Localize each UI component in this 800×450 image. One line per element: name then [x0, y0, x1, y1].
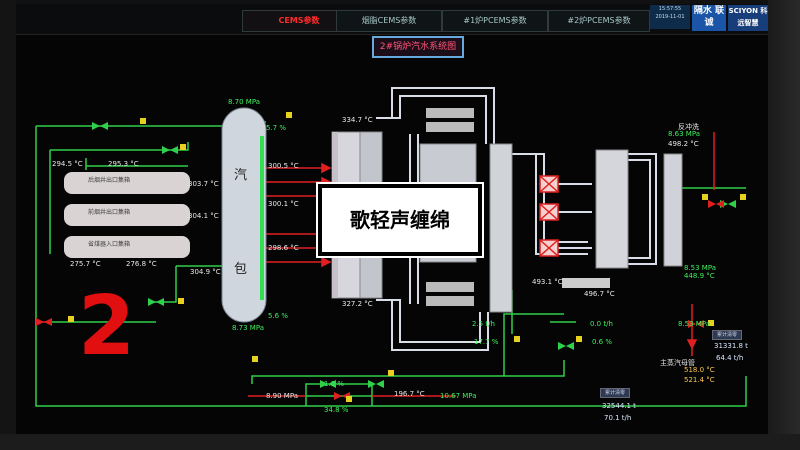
- low-temp-superheater: [595, 149, 629, 269]
- temp-327-2: 327.2 °C: [342, 300, 373, 308]
- top-header-1: [426, 108, 474, 118]
- bottom-header-2: [426, 296, 474, 306]
- header-back-label: 后烟井出口集箱: [88, 177, 131, 184]
- temp-303-7: 303.7 °C: [188, 180, 219, 188]
- pressure-8-53-b: 8.53 MPa: [678, 320, 711, 328]
- header-bar: CEMS参数 烟脂CEMS参数 #1炉PCEMS参数 #2炉PCEMS参数 15…: [16, 4, 768, 35]
- percent-1-0: 1.0 %: [324, 380, 345, 388]
- superheater-pipes: [376, 87, 657, 351]
- temp-304-9: 304.9 °C: [190, 268, 221, 276]
- top-header-2: [426, 122, 474, 132]
- temp-276-8: 276.8 °C: [126, 260, 157, 268]
- temp-295-3: 295.3 °C: [108, 160, 139, 168]
- clock-date: 2019-11-01: [655, 14, 685, 20]
- drum-pressure-bottom: 8.73 MPa: [232, 324, 265, 332]
- temp-448-9: 448.9 °C: [684, 272, 715, 280]
- clock: 15:57:55 2019-11-01: [650, 5, 690, 29]
- percent-0-6: 0.6 %: [592, 338, 613, 346]
- steam-drum: [221, 107, 267, 323]
- temp-196-7: 196.7 °C: [394, 390, 425, 398]
- company-logo: 隔水 联诚: [692, 5, 726, 31]
- temp-300-5: 300.5 °C: [268, 162, 299, 170]
- collector-header: [663, 153, 683, 267]
- temp-294-5: 294.5 °C: [52, 160, 83, 168]
- desuperheaters: [539, 175, 559, 257]
- monitor-bezel-right: [768, 0, 800, 450]
- percent-34-8: 34.8 %: [324, 406, 349, 414]
- diagram-title: 2#锅炉汽水系统图: [372, 36, 464, 58]
- flow-total-1: 31331.8 t: [714, 342, 748, 350]
- drum-level-top: 5.7 %: [266, 124, 287, 132]
- temp-518-0: 518.0 °C: [684, 366, 715, 374]
- bottom-header-1: [426, 282, 474, 292]
- temp-496-7: 496.7 °C: [584, 290, 615, 298]
- drum-char-bottom: 包: [234, 262, 248, 277]
- pressure-8-63: 8.63 MPa: [668, 130, 701, 138]
- monitor-bezel-bottom: [0, 434, 800, 450]
- temp-275-7: 275.7 °C: [70, 260, 101, 268]
- desuperheater-header: [562, 278, 610, 288]
- temp-521-4: 521.4 °C: [684, 376, 715, 384]
- temp-300-1: 300.1 °C: [268, 200, 299, 208]
- drum-pressure-top: 8.70 MPa: [228, 98, 261, 106]
- tab-stack-cems[interactable]: 烟脂CEMS参数: [336, 10, 442, 32]
- main-steam-label: 主蒸汽母管: [660, 359, 695, 367]
- reset-total-button-2[interactable]: 累计清零: [600, 388, 630, 398]
- header-economizer: [64, 236, 190, 258]
- flow-0-0: 0.0 t/h: [590, 320, 613, 328]
- header-back: [64, 172, 190, 194]
- backflush-label: 反冲洗: [678, 123, 699, 131]
- drum-level-bar: [260, 136, 264, 300]
- header-front-label: 前烟井出口集箱: [88, 209, 131, 216]
- pressure-8-53-a: 8.53 MPa: [684, 264, 717, 272]
- drum-level-bottom: 5.6 %: [268, 312, 289, 320]
- monitor-bezel-left: [0, 0, 16, 450]
- percent-17-7: 17.7 %: [474, 338, 499, 346]
- caption-overlay: 歌轻声缠绵: [318, 184, 482, 256]
- overlay-number: 2: [78, 279, 136, 374]
- reset-total-button-1[interactable]: 累计清零: [712, 330, 742, 340]
- flow-total-2: 32544.1 t: [602, 402, 636, 410]
- clock-time: 15:57:55: [658, 6, 682, 12]
- outlet-header: [489, 143, 513, 313]
- temp-334-7: 334.7 °C: [342, 116, 373, 124]
- instrument-tags: [68, 112, 746, 402]
- tab-boiler2-cems[interactable]: #2炉PCEMS参数: [548, 10, 650, 32]
- pressure-8-90: 8.90 MPa: [266, 392, 299, 400]
- temp-304-1: 304.1 °C: [188, 212, 219, 220]
- header-economizer-label: 省煤器入口集箱: [88, 241, 131, 248]
- tab-boiler1-cems[interactable]: #1炉PCEMS参数: [442, 10, 548, 32]
- flow-2-5: 2.5 t/h: [472, 320, 495, 328]
- flow-70-1: 70.1 t/h: [604, 414, 632, 422]
- header-front: [64, 204, 190, 226]
- drum-char-top: 汽: [234, 168, 248, 183]
- temp-493-1: 493.1 °C: [532, 278, 563, 286]
- pressure-10-67: 10.67 MPa: [440, 392, 477, 400]
- flow-64-4: 64.4 t/h: [716, 354, 744, 362]
- sciyon-logo: SCIYON 科远智慧: [728, 5, 768, 31]
- temp-298-6: 298.6 °C: [268, 244, 299, 252]
- temp-498-2: 498.2 °C: [668, 140, 699, 148]
